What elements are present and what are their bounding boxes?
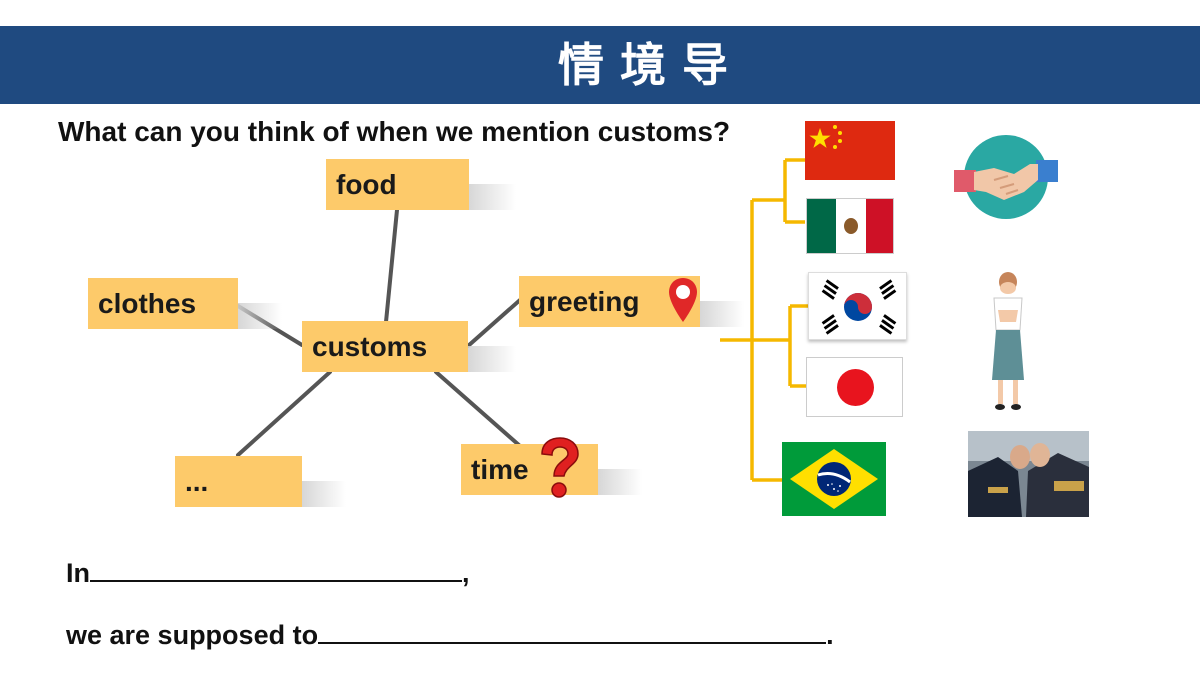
node-greeting-label: greeting (529, 285, 640, 317)
handshake-icon (954, 135, 1058, 219)
node-more: ... (175, 456, 302, 507)
node-shadow (302, 481, 346, 507)
mexico-flag (806, 198, 894, 254)
china-flag (805, 121, 895, 180)
title-banner: 情境导入 (0, 26, 1200, 170)
sentence-line-1: In, (66, 556, 470, 589)
bracket-top (783, 158, 805, 224)
node-food: food (326, 159, 469, 210)
node-shadow (238, 303, 282, 329)
node-customs: customs (302, 321, 468, 372)
brazil-flag (782, 442, 886, 516)
slide-title: 情境导入 (558, 38, 744, 170)
connector-greeting (466, 298, 522, 348)
sentence-1-prefix: In (66, 558, 90, 588)
japan-flag (806, 357, 903, 417)
bracket-middle (752, 304, 808, 388)
node-time-label: time (471, 453, 529, 485)
question-text: What can you think of when we mention cu… (58, 116, 731, 147)
blank-country[interactable] (90, 556, 462, 582)
question-mark-icon (541, 437, 579, 498)
sentence-1-suffix: , (462, 558, 470, 588)
connector-more (236, 370, 332, 457)
location-pin-icon (669, 278, 697, 322)
node-clothes: clothes (88, 278, 238, 329)
node-shadow (598, 469, 642, 495)
sentence-line-2: we are supposed to. (66, 618, 834, 651)
connector-time (434, 370, 522, 448)
node-greeting: greeting (519, 276, 700, 327)
sentence-2-prefix: we are supposed to (66, 620, 319, 650)
bowing-woman-image (992, 272, 1024, 410)
connector-food (384, 208, 399, 324)
korea-flag (808, 272, 907, 340)
sentence-2-suffix: . (826, 620, 834, 650)
node-shadow (700, 301, 744, 327)
node-shadow (468, 346, 516, 372)
node-shadow (468, 184, 516, 210)
kissing-greeting-photo (968, 431, 1089, 517)
blank-action[interactable] (318, 618, 827, 644)
